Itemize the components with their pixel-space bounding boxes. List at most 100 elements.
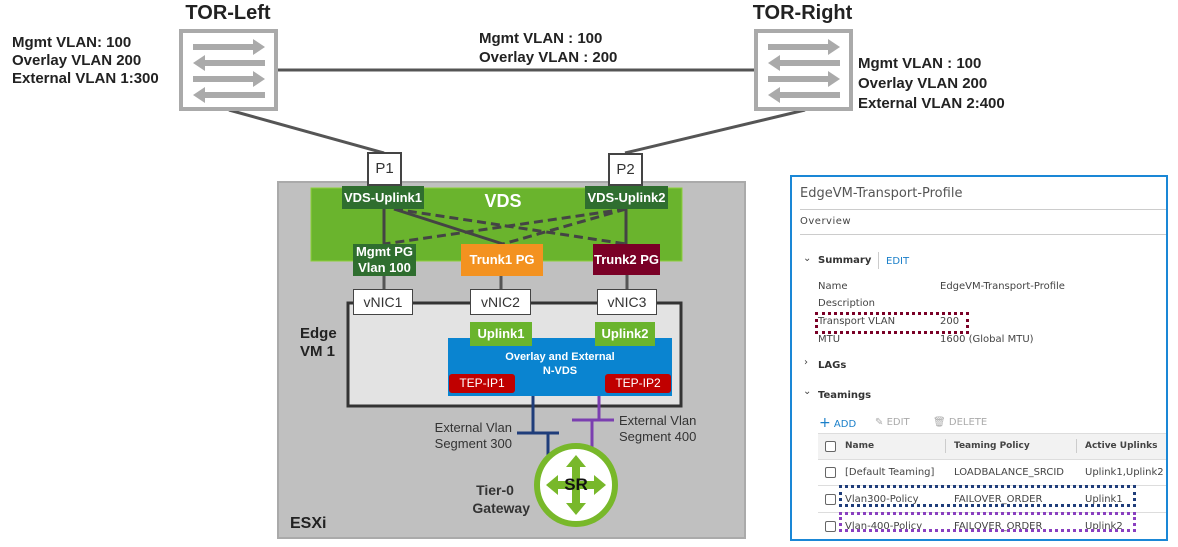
tor-right-switch-icon — [754, 29, 853, 111]
trash-icon: 🗑 — [933, 417, 946, 428]
sr-router-icon — [534, 443, 618, 527]
chevron-down-icon[interactable]: ⌄ — [803, 253, 812, 264]
chevron-right-icon[interactable]: › — [804, 357, 808, 368]
teaming-policy: FAILOVER_ORDER — [954, 521, 1043, 532]
vds-label: VDS — [484, 191, 522, 211]
plus-icon: + — [819, 415, 831, 431]
field-label: Name — [818, 281, 848, 292]
vlan-line: Overlay VLAN : 200 — [479, 49, 618, 66]
segment-300-line — [517, 396, 559, 456]
vlan-line: Overlay VLAN 200 — [858, 75, 988, 92]
teamings-table-header: Name Teaming Policy Active Uplinks — [818, 433, 1166, 460]
port-p2: P2 — [608, 153, 643, 186]
vlan-line: External VLAN 2:400 — [858, 95, 1005, 112]
delete-label: DELETE — [948, 417, 988, 428]
vlan300-highlight — [839, 485, 1136, 507]
edit-label: EDIT — [886, 417, 910, 428]
vlan-line: External VLAN 1:300 — [12, 70, 159, 87]
edge-uplink1: Uplink1 — [470, 322, 532, 346]
vds-uplink1: VDS-Uplink1 — [342, 186, 424, 209]
label-line: N-VDS — [542, 365, 578, 377]
link-tor-right-p2 — [624, 108, 806, 155]
teaming-name: Vlan300-Policy — [845, 494, 919, 505]
vlan-line: Mgmt VLAN : 100 — [479, 30, 603, 47]
column-header[interactable]: Name — [845, 441, 875, 451]
label-line: External Vlan — [619, 413, 697, 428]
segment-400-line — [572, 396, 614, 450]
row-checkbox[interactable] — [825, 521, 836, 532]
vlan400-highlight — [839, 512, 1136, 532]
field-value: 200 — [940, 316, 960, 327]
add-label: ADD — [833, 419, 857, 430]
row-checkbox[interactable] — [825, 494, 836, 505]
trunk2-portgroup: Trunk2 PG — [593, 244, 660, 275]
vlan-line: Mgmt VLAN: 100 — [12, 34, 132, 51]
column-header[interactable]: Active Uplinks — [1085, 441, 1158, 451]
label-line: Edge — [300, 325, 337, 342]
tab-overview[interactable]: Overview — [800, 216, 852, 227]
pencil-icon: ✎ — [875, 417, 884, 428]
field-label: MTU — [818, 334, 841, 345]
vlan-line: Mgmt VLAN : 100 — [858, 55, 982, 72]
summary-edit-button[interactable]: EDIT — [886, 256, 910, 267]
transport-profile-panel: EdgeVM-Transport-Profile Overview ⌄ Summ… — [790, 175, 1168, 541]
teaming-name: [Default Teaming] — [845, 467, 935, 478]
row-checkbox[interactable] — [825, 467, 836, 478]
tor-right-title: TOR-Right — [752, 2, 853, 24]
add-teaming-button[interactable]: + ADD — [819, 415, 856, 431]
vlan-line: Overlay VLAN 200 — [12, 52, 142, 69]
field-value: EdgeVM-Transport-Profile — [940, 281, 1065, 292]
label-line: External Vlan — [434, 420, 512, 435]
label-line: Segment 300 — [434, 436, 512, 451]
lags-heading[interactable]: LAGs — [818, 360, 847, 371]
label-line: Segment 400 — [619, 429, 697, 444]
pg-name: Mgmt PG — [355, 244, 414, 259]
vds-uplink-mappings — [382, 207, 628, 246]
tep-ip1: TEP-IP1 — [449, 374, 515, 393]
label-line: Gateway — [472, 500, 530, 516]
label-line: Tier-0 — [476, 482, 514, 498]
teaming-row[interactable]: [Default Teaming] LOADBALANCE_SRCID Uplink… — [818, 459, 1166, 486]
tor-left-title: TOR-Left — [185, 2, 271, 24]
trunk1-portgroup: Trunk1 PG — [461, 244, 543, 276]
field-label: Transport VLAN — [818, 316, 896, 327]
select-all-checkbox[interactable] — [825, 441, 836, 452]
active-uplinks: Uplink1,Uplink2 — [1085, 467, 1164, 478]
link-tor-left-p1 — [228, 108, 385, 155]
label-line: Overlay and External — [505, 351, 615, 363]
field-value: 1600 (Global MTU) — [940, 334, 1034, 345]
teamings-heading[interactable]: Teamings — [818, 390, 872, 401]
edge-uplink2: Uplink2 — [595, 322, 655, 346]
edit-teaming-button[interactable]: ✎ EDIT — [875, 417, 910, 428]
vnic2: vNIC2 — [470, 289, 531, 315]
field-label: Description — [818, 298, 875, 309]
vds-uplink2: VDS-Uplink2 — [585, 186, 668, 209]
vnic3: vNIC3 — [597, 289, 657, 315]
profile-title: EdgeVM-Transport-Profile — [800, 186, 963, 201]
esxi-label: ESXi — [290, 515, 327, 532]
column-header[interactable]: Teaming Policy — [954, 441, 1030, 451]
teaming-policy: LOADBALANCE_SRCID — [954, 467, 1065, 478]
teaming-name: Vlan-400-Policy — [845, 521, 923, 532]
label-line: VM 1 — [300, 343, 336, 360]
vnic1: vNIC1 — [353, 289, 413, 315]
tep-ip2: TEP-IP2 — [605, 374, 671, 393]
port-p1: P1 — [367, 152, 402, 186]
sr-label: SR — [564, 475, 588, 494]
summary-heading[interactable]: Summary — [818, 255, 872, 266]
teaming-policy: FAILOVER_ORDER — [954, 494, 1043, 505]
transport-vlan-highlight — [815, 312, 969, 334]
delete-teaming-button[interactable]: 🗑 DELETE — [933, 417, 987, 428]
active-uplinks: Uplink1 — [1085, 494, 1123, 505]
chevron-down-icon[interactable]: ⌄ — [803, 386, 812, 397]
